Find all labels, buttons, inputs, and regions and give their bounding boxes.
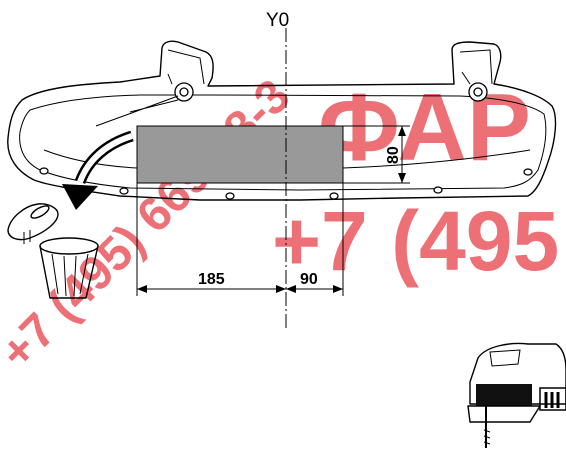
mount-left [167,73,194,102]
y0-axis-label: Y0 [266,10,289,31]
watermark-brand: ФАР [318,74,531,181]
dimension-left-width: 185 [198,271,225,288]
dimension-right-width: 90 [300,271,318,288]
jigsaw-icon [467,342,566,448]
watermark-phone: +7 (495 [272,194,559,288]
mount-right [461,71,488,102]
cut-area [136,125,344,184]
removed-clip-icon [7,203,59,244]
leader-lines [95,95,179,127]
bumper-holes [39,167,533,200]
bumper-outline [7,40,557,201]
dimension-height: 80 [385,146,402,164]
watermark: +7 (495) 669-38-3 ФАР +7 (495 [0,70,559,380]
watermark-phone-diagonal: +7 (495) 669-38-3 [0,70,300,380]
trash-bin-icon [39,237,99,299]
dimensions [136,125,410,296]
arrow-icon [62,130,134,210]
